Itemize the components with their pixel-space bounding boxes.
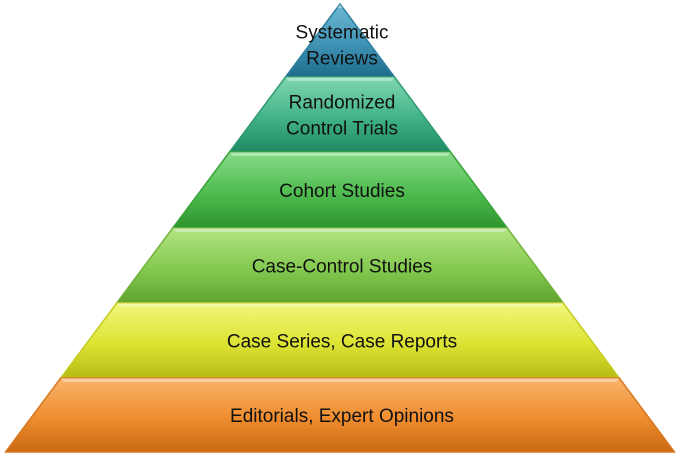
tier-bevel-highlight — [229, 152, 451, 156]
tier-bevel-highlight — [60, 378, 620, 382]
tier-label-line: Randomized — [289, 93, 396, 114]
tier-bevel-highlight — [172, 228, 508, 232]
pyramid-tier-4: Case-Control Studies — [115, 227, 565, 304]
tier-label-line: Cohort Studies — [279, 181, 405, 202]
pyramid-tier-shape — [4, 377, 676, 453]
pyramid-tier-6: Editorials, Expert Opinions — [4, 377, 676, 453]
tier-label-line: Control Trials — [286, 119, 398, 140]
tier-bevel-highlight — [285, 77, 395, 81]
tier-label-line: Case Series, Case Reports — [227, 332, 457, 353]
tier-bevel-highlight — [116, 303, 564, 307]
pyramid-tier-3: Cohort Studies — [171, 151, 509, 229]
tier-label-line: Systematic — [296, 23, 389, 44]
tier-label: Case Series, Case Reports — [227, 332, 457, 353]
tier-label: Cohort Studies — [279, 181, 405, 202]
tier-label-line: Editorials, Expert Opinions — [230, 406, 454, 427]
tier-label: Case-Control Studies — [252, 257, 433, 278]
pyramid-tier-shape — [227, 76, 453, 153]
tier-label-line: Reviews — [306, 49, 378, 70]
tier-label-line: Case-Control Studies — [252, 257, 433, 278]
tier-label: Editorials, Expert Opinions — [230, 406, 454, 427]
tier-bevel-highlight — [336, 4, 344, 8]
pyramid-tier-5: Case Series, Case Reports — [59, 302, 621, 379]
